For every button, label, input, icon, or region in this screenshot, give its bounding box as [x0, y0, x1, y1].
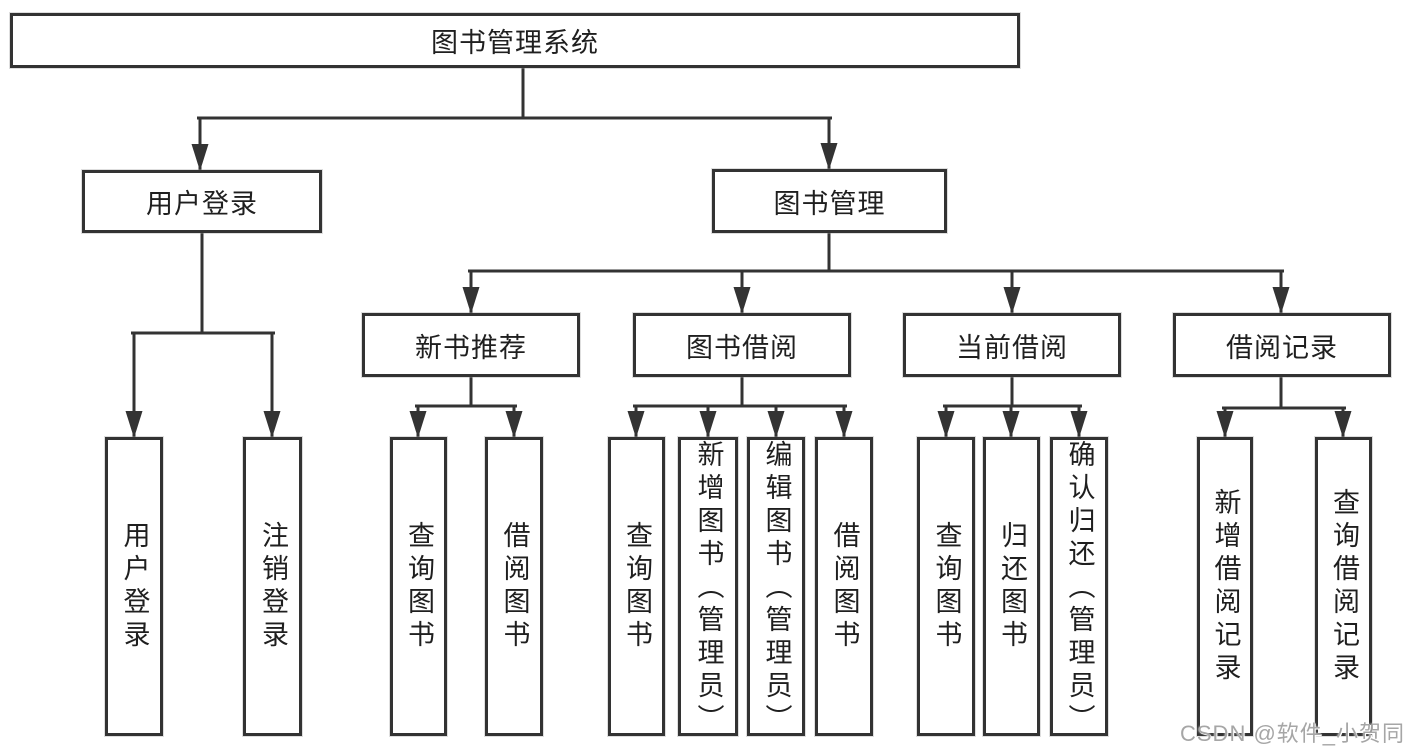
- leaf-borrowing-borrow-books: 借阅图书: [815, 437, 873, 736]
- leaf-label: 借阅图书: [829, 520, 860, 653]
- node-borrowing-records: 借阅记录: [1173, 313, 1391, 377]
- leaf-borrowing-query-books: 查询图书: [608, 437, 665, 736]
- leaf-current-return-books: 归还图书: [983, 437, 1040, 736]
- leaf-label: 新增借阅记录: [1210, 487, 1241, 686]
- node-new-book-recommendation: 新书推荐: [362, 313, 580, 377]
- leaf-label: 编辑图书（管理员）: [761, 440, 792, 737]
- leaf-label: 用户登录: [119, 520, 150, 653]
- leaf-label: 查询借阅记录: [1329, 487, 1359, 686]
- node-user-login: 用户登录: [82, 170, 322, 233]
- leaf-label: 查询图书: [622, 520, 652, 653]
- node-library-management-system: 图书管理系统: [10, 13, 1020, 68]
- leaf-newbooks-borrow-books: 借阅图书: [485, 437, 543, 736]
- node-current-borrowing: 当前借阅: [903, 313, 1121, 377]
- leaf-label: 注销登录: [258, 520, 288, 653]
- node-book-management: 图书管理: [712, 169, 947, 233]
- leaf-label: 归还图书: [997, 520, 1027, 653]
- leaf-current-query-books: 查询图书: [917, 437, 975, 736]
- leaf-borrowing-edit-books-admin: 编辑图书（管理员）: [747, 437, 805, 737]
- leaf-label: 查询图书: [404, 520, 434, 653]
- leaf-user-login: 用户登录: [105, 437, 163, 736]
- leaf-label: 新增图书（管理员）: [693, 440, 724, 737]
- leaf-label: 借阅图书: [499, 520, 530, 653]
- leaf-newbooks-query-books: 查询图书: [390, 437, 447, 736]
- leaf-current-confirm-return-admin: 确认归还（管理员）: [1050, 437, 1108, 737]
- leaf-borrowing-add-books-admin: 新增图书（管理员）: [678, 437, 738, 737]
- leaf-records-query-record: 查询借阅记录: [1315, 437, 1372, 736]
- leaf-label: 确认归还（管理员）: [1064, 440, 1095, 737]
- leaf-records-add-record: 新增借阅记录: [1197, 437, 1253, 736]
- leaf-label: 查询图书: [931, 520, 962, 653]
- leaf-logout: 注销登录: [243, 437, 302, 736]
- csdn-watermark: CSDN @软件_小贺同学: [1180, 721, 1405, 746]
- node-book-borrowing: 图书借阅: [633, 313, 851, 377]
